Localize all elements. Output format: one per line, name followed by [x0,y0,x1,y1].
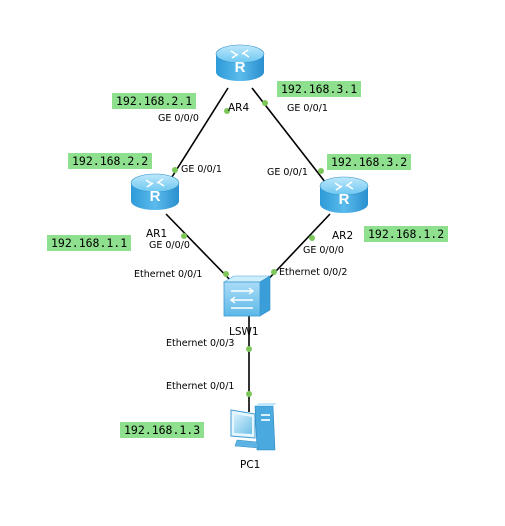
router-icon[interactable]: R [130,173,180,210]
port-label-ar4-ge001: GE 0/0/1 [287,103,328,114]
port-label-lsw-e001: Ethernet 0/0/1 [134,269,203,280]
ip-label-ar4-ge000: 192.168.2.1 [112,93,197,109]
router-icon[interactable]: R [319,176,369,213]
port-label-ar1-ge001: GE 0/0/1 [181,164,222,175]
port-dot [318,168,324,174]
port-label-ar2-ge001: GE 0/0/1 [267,167,308,178]
port-label-ar2-ge000: GE 0/0/0 [303,245,344,256]
device-label-pc1: PC1 [240,459,261,471]
port-dot [223,271,229,277]
ip-label-ar1-ge001: 192.168.2.2 [68,153,153,169]
svg-text:R: R [339,191,350,208]
port-dot [181,233,187,239]
svg-text:R: R [150,188,161,205]
svg-text:R: R [235,59,246,76]
port-label-pc-e001: Ethernet 0/0/1 [166,381,235,392]
port-dot [172,167,178,173]
device-label-lsw1: LSW1 [229,326,259,338]
ip-label-pc1: 192.168.1.3 [120,422,205,438]
ip-label-ar2-ge000: 192.168.1.2 [364,226,449,242]
link-ar2-lsw1 [259,213,331,289]
port-dot [309,235,315,241]
port-dot [246,346,252,352]
port-label-lsw-e003: Ethernet 0/0/3 [166,338,235,349]
port-dot [262,100,268,106]
pc-icon[interactable] [230,403,277,451]
ip-label-ar4-ge001: 192.168.3.1 [277,81,362,97]
device-label-ar2: AR2 [332,230,354,242]
port-label-lsw-e002: Ethernet 0/0/2 [279,267,348,278]
device-label-ar1: AR1 [146,228,168,240]
router-icon[interactable]: R [215,44,265,81]
link-ar4-ar2 [251,87,337,197]
switch-icon[interactable] [222,275,272,317]
device-label-ar4: AR4 [228,102,250,114]
port-label-ar4-ge000: GE 0/0/0 [158,113,199,124]
ip-label-ar2-ge001: 192.168.3.2 [327,154,412,170]
port-dot [271,269,277,275]
port-dot [246,391,252,397]
port-dot [224,108,230,114]
ip-label-ar1-ge000: 192.168.1.1 [47,235,132,251]
port-label-ar1-ge000: GE 0/0/0 [149,240,190,251]
